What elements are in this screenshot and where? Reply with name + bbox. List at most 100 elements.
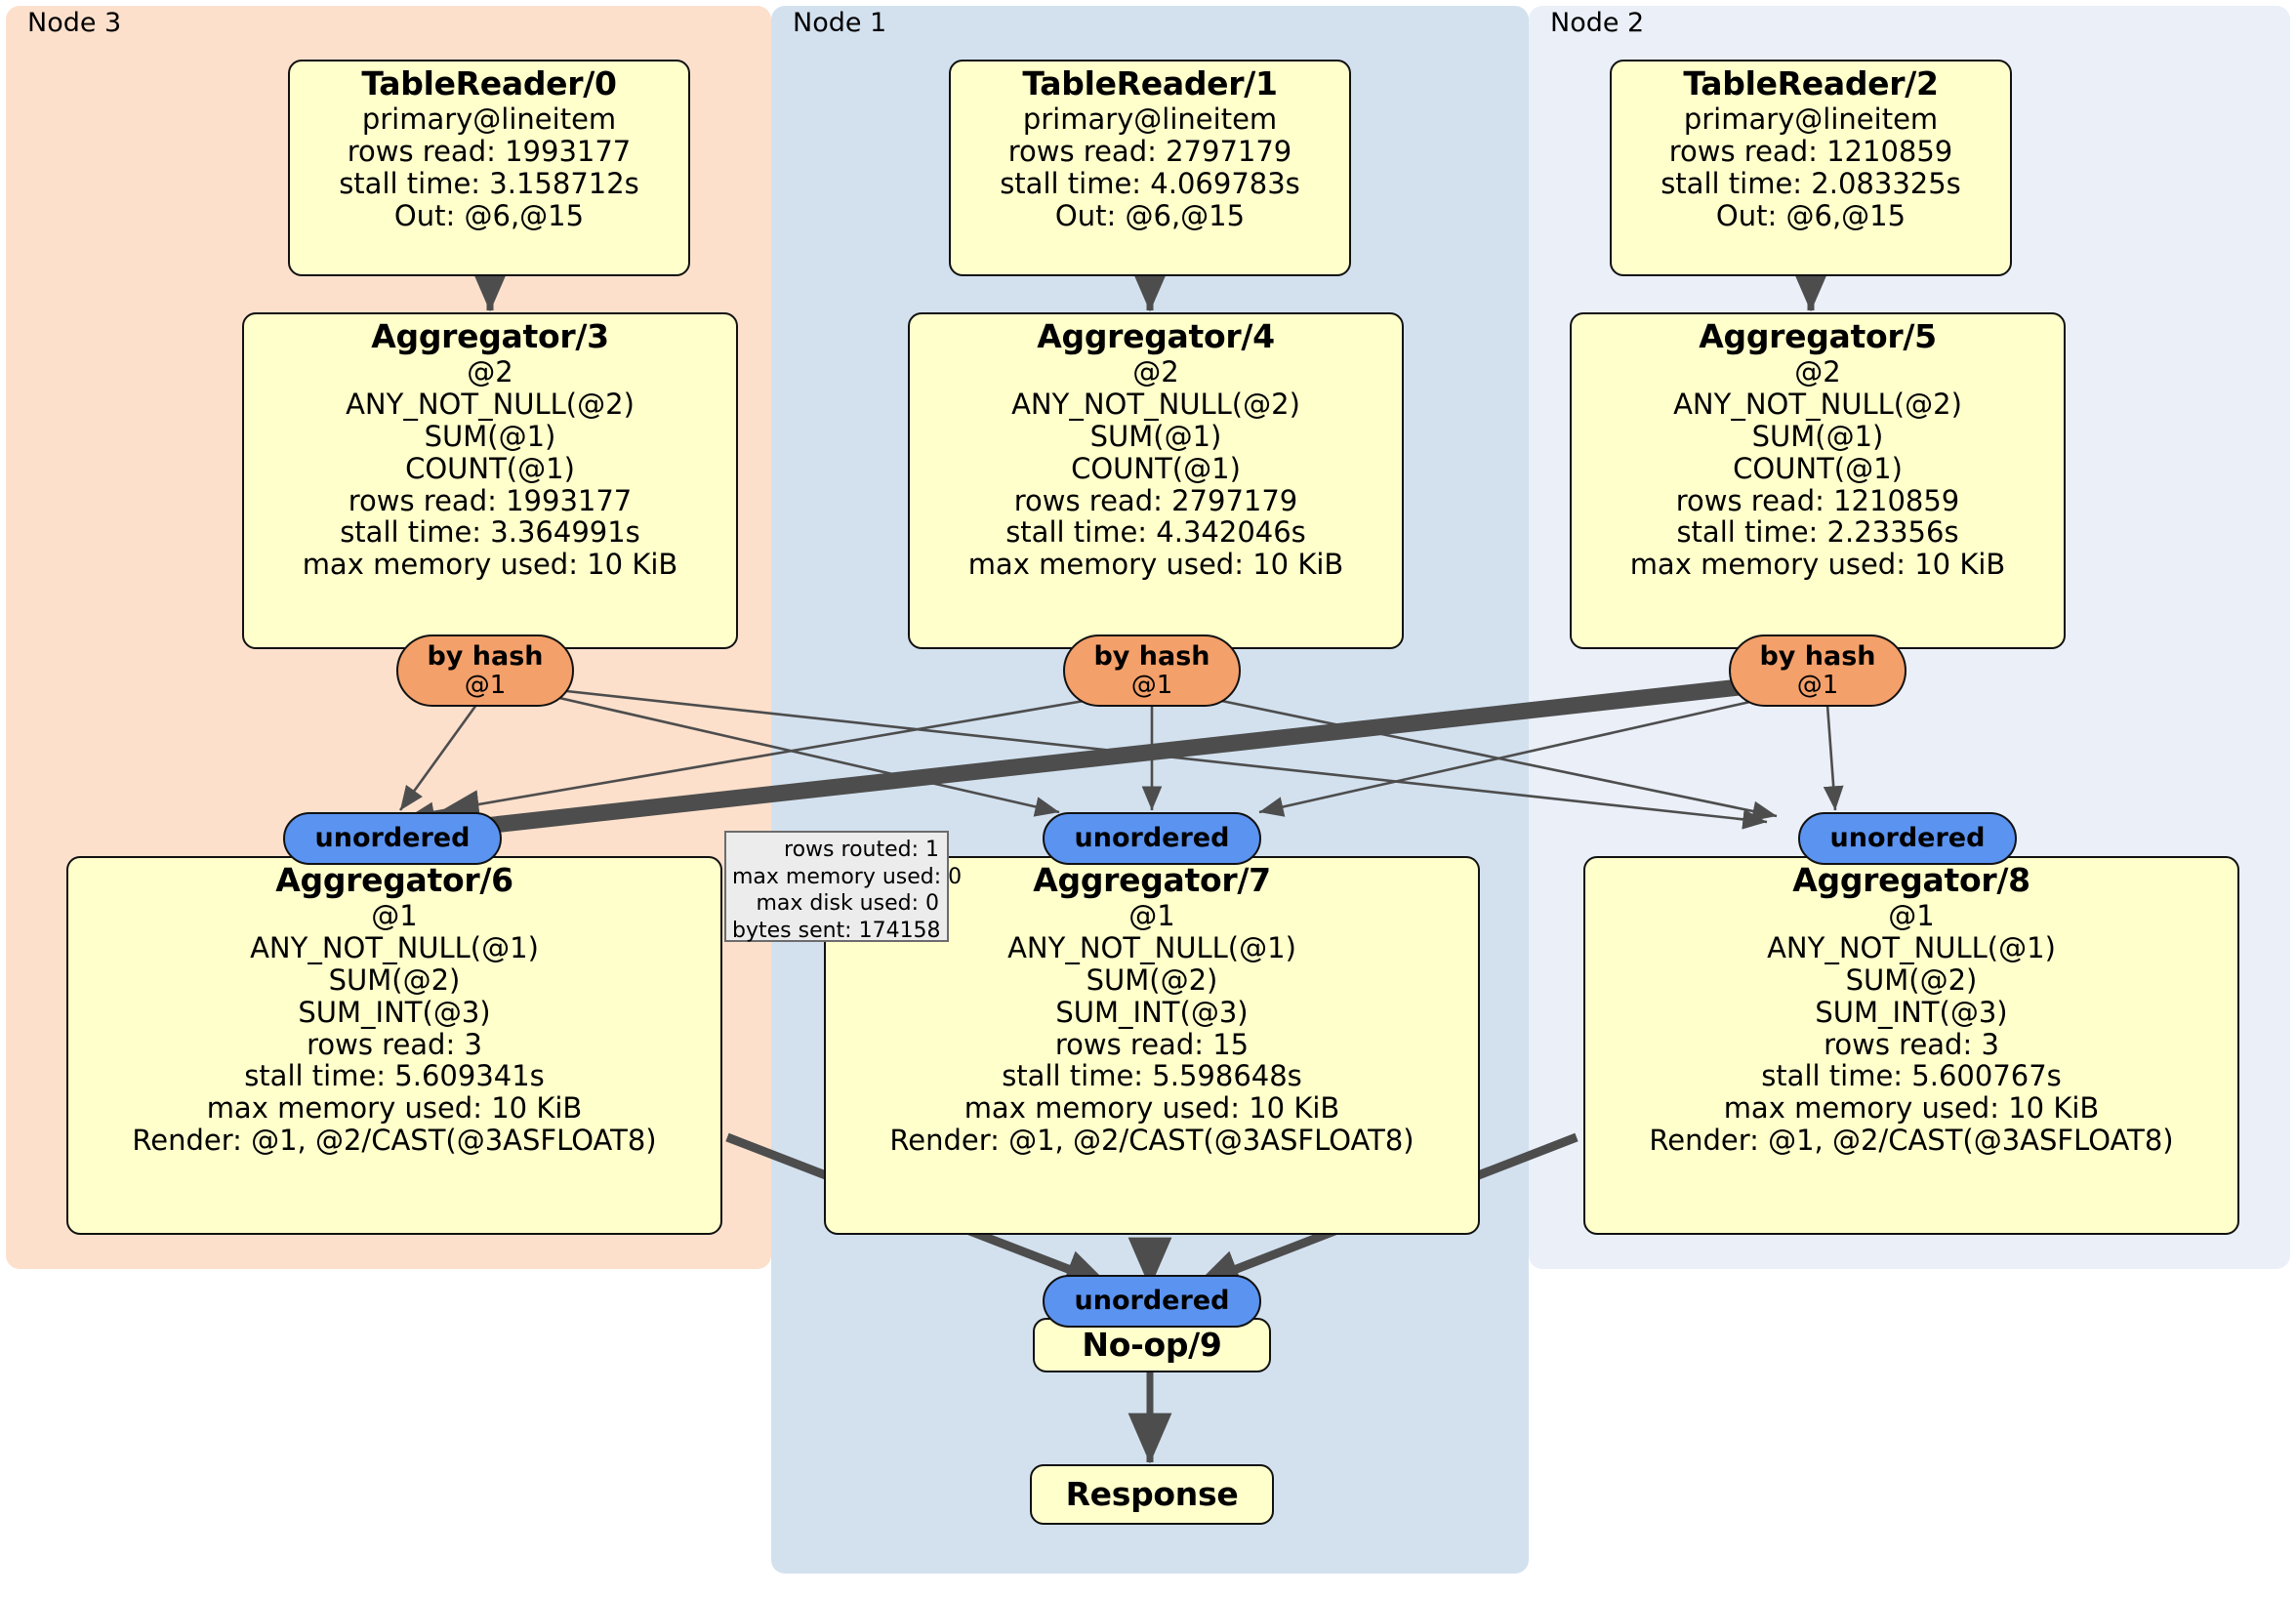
processor-detail: SUM_INT(@3) xyxy=(1815,995,2008,1029)
processor-tablereader-1[interactable]: TableReader/1 primary@lineitem rows read… xyxy=(949,60,1351,276)
processor-detail: ANY_NOT_NULL(@1) xyxy=(250,930,539,964)
processor-detail: @1 xyxy=(1128,898,1175,932)
processor-detail: @2 xyxy=(1132,354,1179,389)
processor-detail: SUM_INT(@3) xyxy=(1055,995,1249,1029)
processor-title: Response xyxy=(1065,1474,1239,1513)
router-label: unordered xyxy=(314,823,471,854)
processor-detail: ANY_NOT_NULL(@2) xyxy=(1011,387,1300,421)
processor-detail: rows read: 15 xyxy=(1054,1027,1250,1061)
processor-aggregator-3[interactable]: Aggregator/3 @2 ANY_NOT_NULL(@2) SUM(@1)… xyxy=(242,312,738,649)
processor-detail: Out: @6,@15 xyxy=(1054,198,1246,232)
processor-aggregator-8[interactable]: Aggregator/8 @1 ANY_NOT_NULL(@1) SUM(@2)… xyxy=(1583,856,2239,1235)
processor-response[interactable]: Response xyxy=(1030,1464,1274,1525)
router-label: by hash xyxy=(427,641,544,673)
processor-title: Aggregator/4 xyxy=(1037,317,1275,355)
router-label: by hash xyxy=(1093,641,1210,673)
processor-detail: primary@lineitem xyxy=(361,102,617,136)
processor-render: Render: @1, @2/CAST(@3ASFLOAT8) xyxy=(1649,1124,2174,1158)
router-by-hash-3[interactable]: by hash @1 xyxy=(396,635,574,707)
processor-detail: rows read: 2797179 xyxy=(1013,483,1298,517)
router-label: unordered xyxy=(1074,1286,1230,1317)
processor-detail: max memory used: 10 KiB xyxy=(206,1091,583,1126)
processor-tablereader-0[interactable]: TableReader/0 primary@lineitem rows read… xyxy=(288,60,690,276)
processor-detail: ANY_NOT_NULL(@1) xyxy=(1007,930,1296,964)
router-column: @1 xyxy=(464,670,507,700)
processor-title: Aggregator/8 xyxy=(1792,861,2030,899)
router-unordered-node3[interactable]: unordered xyxy=(283,812,502,865)
router-label: unordered xyxy=(1829,823,1986,854)
processor-detail: stall time: 5.598648s xyxy=(1002,1059,1302,1093)
processor-detail: SUM(@2) xyxy=(1845,962,1978,997)
processor-title: Aggregator/7 xyxy=(1033,861,1271,899)
processor-title: Aggregator/5 xyxy=(1699,317,1937,355)
cluster-label-node3: Node 3 xyxy=(27,8,122,38)
processor-detail: SUM(@2) xyxy=(1086,962,1218,997)
processor-detail: rows read: 1993177 xyxy=(347,134,632,168)
processor-detail: max memory used: 10 KiB xyxy=(1723,1091,2100,1126)
processor-title: TableReader/2 xyxy=(1683,64,1939,102)
processor-detail: rows read: 3 xyxy=(1824,1027,1999,1061)
processor-title: Aggregator/3 xyxy=(371,317,609,355)
processor-detail: COUNT(@1) xyxy=(1071,451,1241,485)
processor-detail: stall time: 2.23356s xyxy=(1676,515,1959,550)
stat-bytes-sent: bytes sent: 174158 xyxy=(732,919,941,944)
stream-stats-tooltip: rows routed: 1 max memory used: 0 max di… xyxy=(724,831,963,944)
router-by-hash-5[interactable]: by hash @1 xyxy=(1729,635,1906,707)
processor-render: Render: @1, @2/CAST(@3ASFLOAT8) xyxy=(889,1124,1414,1158)
processor-detail: rows read: 1210859 xyxy=(1675,483,1960,517)
processor-detail: SUM(@1) xyxy=(424,419,556,453)
processor-detail: rows read: 1210859 xyxy=(1668,134,1953,168)
processor-detail: primary@lineitem xyxy=(1022,102,1278,136)
router-unordered-final[interactable]: unordered xyxy=(1043,1275,1261,1328)
processor-detail: stall time: 4.069783s xyxy=(1000,166,1300,200)
processor-detail: SUM(@1) xyxy=(1089,419,1222,453)
processor-detail: ANY_NOT_NULL(@1) xyxy=(1767,930,2056,964)
stat-rows-routed: rows routed: 1 xyxy=(784,838,939,862)
processor-detail: @1 xyxy=(371,898,418,932)
processor-detail: @2 xyxy=(467,354,513,389)
processor-title: TableReader/0 xyxy=(361,64,617,102)
stat-max-disk-used: max disk used: 0 xyxy=(756,891,939,917)
processor-render: Render: @1, @2/CAST(@3ASFLOAT8) xyxy=(132,1124,657,1158)
processor-detail: stall time: 5.609341s xyxy=(244,1059,545,1093)
processor-detail: rows read: 2797179 xyxy=(1007,134,1292,168)
processor-tablereader-2[interactable]: TableReader/2 primary@lineitem rows read… xyxy=(1610,60,2012,276)
processor-detail: COUNT(@1) xyxy=(405,451,575,485)
processor-detail: stall time: 3.158712s xyxy=(339,166,639,200)
processor-detail: max memory used: 10 KiB xyxy=(964,1091,1340,1126)
router-unordered-node1[interactable]: unordered xyxy=(1043,812,1261,865)
cluster-label-node2: Node 2 xyxy=(1550,8,1645,38)
processor-detail: max memory used: 10 KiB xyxy=(967,548,1344,582)
router-column: @1 xyxy=(1130,670,1173,700)
processor-aggregator-6[interactable]: Aggregator/6 @1 ANY_NOT_NULL(@1) SUM(@2)… xyxy=(66,856,722,1235)
router-unordered-node2[interactable]: unordered xyxy=(1798,812,2017,865)
processor-title: No-op/9 xyxy=(1082,1325,1222,1364)
cluster-label-node1: Node 1 xyxy=(793,8,887,38)
processor-aggregator-5[interactable]: Aggregator/5 @2 ANY_NOT_NULL(@2) SUM(@1)… xyxy=(1570,312,2066,649)
processor-detail: @2 xyxy=(1794,354,1841,389)
processor-detail: Out: @6,@15 xyxy=(393,198,585,232)
processor-detail: Out: @6,@15 xyxy=(1715,198,1906,232)
processor-detail: max memory used: 10 KiB xyxy=(302,548,678,582)
router-label: by hash xyxy=(1759,641,1876,673)
processor-detail: stall time: 4.342046s xyxy=(1005,515,1306,550)
processor-detail: SUM_INT(@3) xyxy=(298,995,491,1029)
processor-detail: ANY_NOT_NULL(@2) xyxy=(346,387,635,421)
processor-detail: primary@lineitem xyxy=(1683,102,1939,136)
processor-detail: SUM(@2) xyxy=(328,962,461,997)
stat-max-memory-used: max memory used: 0 xyxy=(732,864,963,889)
processor-detail: COUNT(@1) xyxy=(1733,451,1903,485)
processor-title: TableReader/1 xyxy=(1022,64,1278,102)
processor-detail: ANY_NOT_NULL(@2) xyxy=(1673,387,1962,421)
processor-detail: stall time: 3.364991s xyxy=(340,515,640,550)
processor-aggregator-4[interactable]: Aggregator/4 @2 ANY_NOT_NULL(@2) SUM(@1)… xyxy=(908,312,1404,649)
processor-title: Aggregator/6 xyxy=(275,861,513,899)
processor-detail: rows read: 1993177 xyxy=(348,483,633,517)
processor-detail: rows read: 3 xyxy=(307,1027,482,1061)
processor-detail: stall time: 5.600767s xyxy=(1761,1059,2062,1093)
router-column: @1 xyxy=(1796,670,1839,700)
processor-detail: @1 xyxy=(1888,898,1935,932)
router-by-hash-4[interactable]: by hash @1 xyxy=(1063,635,1241,707)
processor-detail: stall time: 2.083325s xyxy=(1660,166,1961,200)
